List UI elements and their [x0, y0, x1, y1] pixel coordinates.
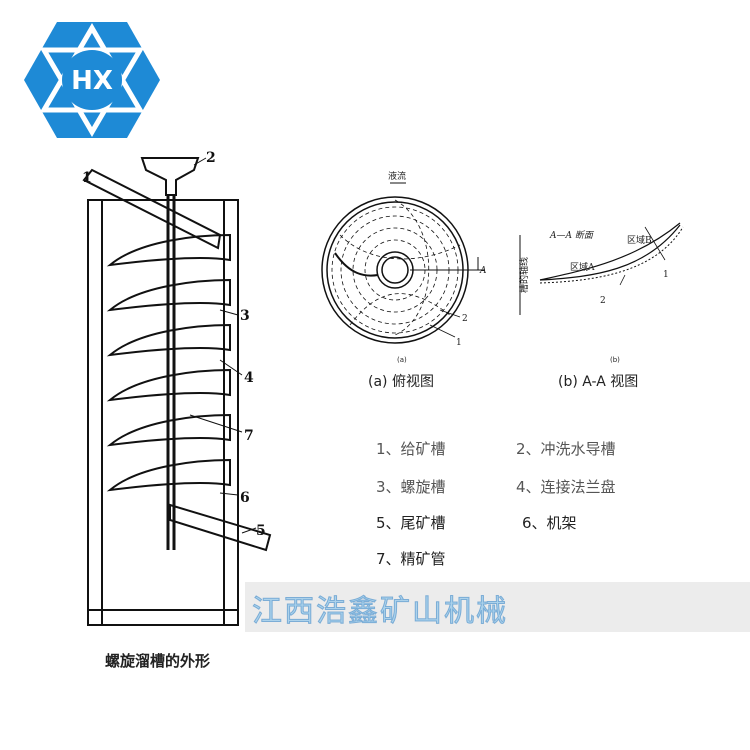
- callout-2: 2: [206, 150, 216, 166]
- spiral-chute-drawing: 1 2 3 4 7 6 5: [82, 150, 272, 626]
- left-figure-caption: 螺旋溜槽的外形: [105, 652, 211, 670]
- section-view-drawing: A—A 断面 区域A 区域B 槽的轴线 1 2: [518, 222, 684, 315]
- flow-label: 液流: [388, 170, 406, 182]
- top-callout-2: 2: [462, 314, 468, 324]
- legend-item-3: 3、螺旋槽: [376, 478, 446, 496]
- section-callout-1: 1: [663, 270, 669, 280]
- top-view-caption: (a) 俯视图: [368, 374, 434, 390]
- legend-item-2: 2、冲洗水导槽: [516, 440, 616, 458]
- section-view-sublabel: (b): [610, 356, 620, 364]
- top-callout-1: 1: [456, 338, 462, 348]
- legend-item-1: 1、给矿槽: [376, 440, 446, 458]
- section-callout-2: 2: [600, 296, 606, 306]
- section-label: A—A 断面: [549, 230, 595, 241]
- section-marker: A: [479, 266, 487, 276]
- callout-7: 7: [244, 428, 254, 444]
- legend-item-5: 5、尾矿槽: [376, 514, 446, 532]
- logo-text: HX: [71, 66, 113, 96]
- callout-1: 1: [82, 170, 92, 186]
- legend-item-7: 7、精矿管: [376, 550, 446, 568]
- top-view-drawing: 液流 A 2 1: [321, 170, 487, 348]
- hx-logo: HX: [24, 22, 160, 138]
- callout-6: 6: [240, 490, 250, 506]
- watermark-text: 江西浩鑫矿山机械: [252, 594, 508, 630]
- zone-a-label: 区域A: [570, 261, 595, 273]
- axis-label: 槽的轴线: [518, 257, 530, 293]
- section-view-caption: (b) A-A 视图: [558, 374, 639, 390]
- top-view-sublabel: (a): [397, 356, 407, 364]
- callout-4: 4: [244, 370, 254, 386]
- watermark-band: [245, 582, 750, 632]
- zone-b-label: 区域B: [627, 234, 652, 246]
- legend-item-4: 4、连接法兰盘: [516, 478, 616, 496]
- legend-item-6: 6、机架: [522, 514, 577, 532]
- callout-5: 5: [256, 523, 266, 539]
- callout-3: 3: [240, 308, 250, 324]
